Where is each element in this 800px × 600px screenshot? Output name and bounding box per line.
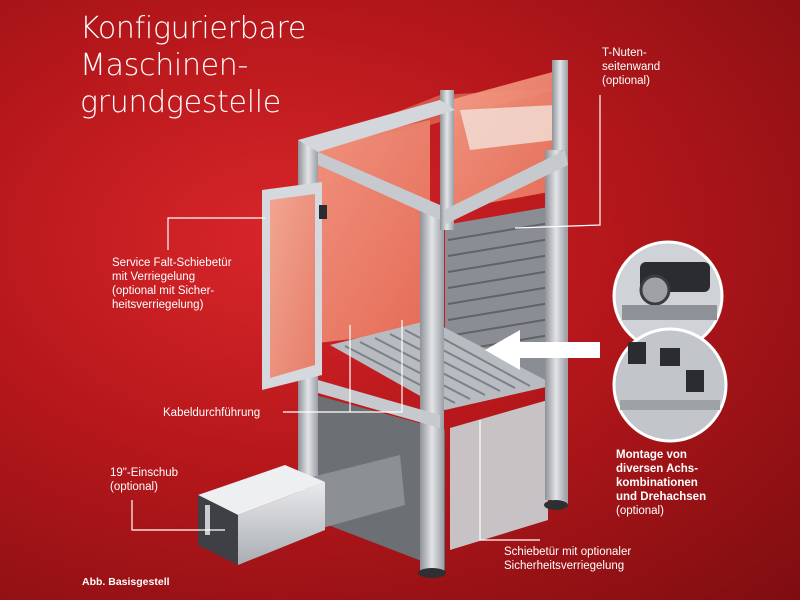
- label-line: (optional): [110, 481, 158, 493]
- figure-caption: Abb. Basisgestell: [82, 576, 170, 588]
- label-19-einschub: 19"-Einschub (optional): [110, 466, 178, 494]
- title-line-3: grundgestelle: [80, 85, 281, 120]
- label-service-falt-schiebetuer: Service Falt-Schiebetür mit Verriegelung…: [112, 256, 232, 312]
- t-slot-grooves: [447, 221, 557, 369]
- title-line-2: Maschinen-: [80, 48, 249, 83]
- label-line: Service Falt-Schiebetür: [112, 257, 232, 269]
- foot-right: [544, 500, 568, 510]
- label-line: Montage von: [616, 449, 687, 461]
- back-left-glass: [300, 120, 430, 345]
- frame-post-front-center: [420, 205, 444, 575]
- label-line: seitenwand: [602, 61, 661, 73]
- frame-post-back: [440, 90, 454, 230]
- axis-module-c: [686, 370, 704, 392]
- label-schiebetuer: Schiebetür mit optionaler Sicherheitsver…: [504, 545, 631, 573]
- rotary-axis-bearing: [639, 274, 671, 306]
- axis-module-a: [628, 342, 646, 364]
- leader-t-nuten: [514, 95, 601, 229]
- label-line: heitsverriegelung): [112, 299, 204, 311]
- label-kabeldurchfuehrung: Kabeldurchführung: [163, 406, 260, 420]
- frame-beam-front: [318, 152, 440, 220]
- leader-service-door: [167, 217, 265, 250]
- label-line: (optional): [602, 75, 650, 87]
- arrow-left-icon: [485, 330, 600, 370]
- rotary-axis-base: [622, 305, 717, 320]
- sliding-door-glass: [450, 400, 548, 550]
- axis-module-b: [660, 348, 680, 366]
- leader-schiebetuer: [479, 420, 540, 541]
- label-line: Sicherheitsverriegelung: [504, 560, 625, 572]
- service-folding-door-glass: [270, 194, 315, 378]
- label-line: Kabeldurchführung: [163, 407, 261, 419]
- leader-einschub: [131, 500, 225, 531]
- frame-beam-right: [444, 150, 568, 225]
- frame-beam-lower: [318, 380, 440, 428]
- label-line: (optional mit Sicher-: [112, 285, 215, 297]
- title-line-1: Konfigurierbare: [80, 11, 306, 46]
- label-line: 19"-Einschub: [110, 467, 179, 479]
- rack-drawer-side: [238, 482, 325, 565]
- label-line: kombinationen: [616, 477, 698, 489]
- leader-lines: [131, 95, 601, 541]
- page-title: Konfigurierbare Maschinen- grundgestelle: [80, 10, 306, 121]
- door-lock-icon: [319, 205, 327, 219]
- leader-kabel-2: [350, 320, 403, 413]
- label-line: diversen Achs-: [616, 463, 699, 475]
- label-line: T-Nuten-: [602, 47, 647, 59]
- label-line: Schiebetür mit optionaler: [504, 546, 632, 558]
- label-montage-achskombinationen: Montage von diversen Achs- kombinationen…: [616, 448, 706, 518]
- axis-module-rail: [620, 400, 720, 410]
- frame-beam-top: [298, 100, 455, 152]
- label-line: (optional): [616, 505, 664, 517]
- label-t-nuten-seitenwand: T-Nuten- seitenwand (optional): [602, 46, 660, 88]
- label-line: und Drehachsen: [616, 491, 707, 503]
- label-line: mit Verriegelung: [112, 271, 196, 283]
- inner-top-light: [460, 105, 555, 150]
- drawer-handle-icon: [205, 505, 210, 535]
- rack-drawer-top: [198, 465, 325, 515]
- frame-post-right-lower: [545, 150, 567, 500]
- foot-front: [418, 568, 446, 578]
- rack-drawer-rails: [300, 455, 405, 530]
